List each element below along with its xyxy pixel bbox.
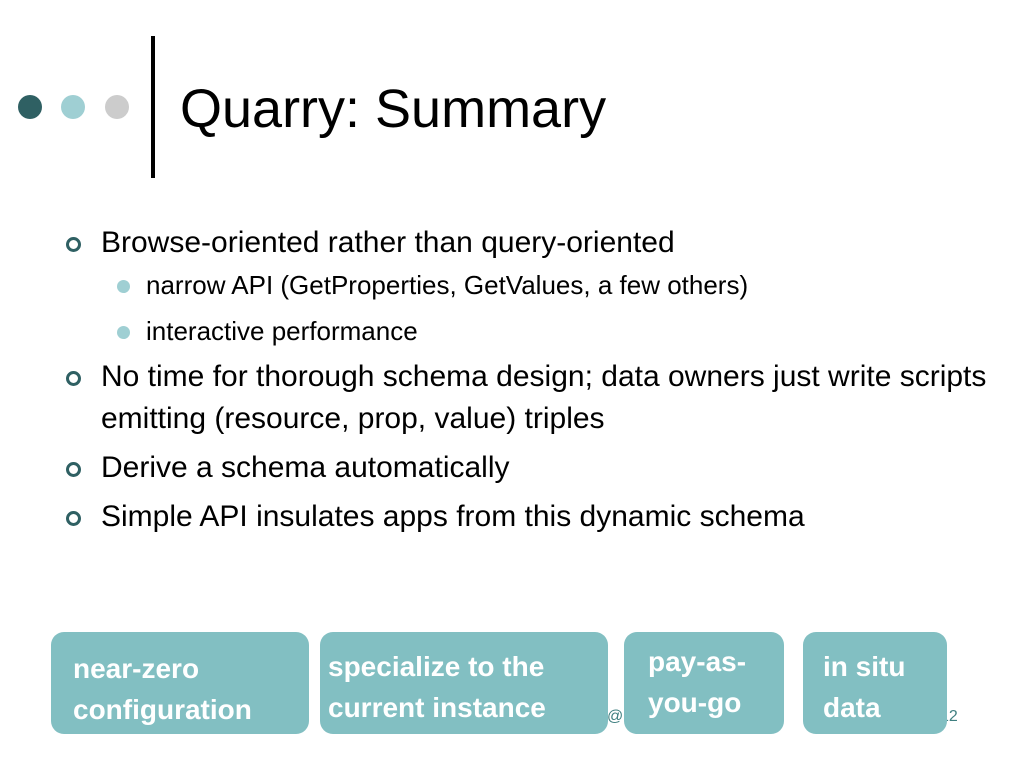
badge-pay-as-you-go: pay-as- you-go: [624, 632, 784, 734]
badge-line: near-zero: [73, 653, 200, 684]
title-dot-light: [61, 95, 85, 119]
ring-bullet-icon: [66, 511, 81, 526]
badge-line: you-go: [648, 687, 742, 718]
badge-line: current instance: [328, 692, 546, 723]
title-dot-dark: [18, 95, 42, 119]
bullet-text: Simple API insulates apps from this dyna…: [101, 500, 805, 533]
sub-bullet-text: narrow API (GetProperties, GetValues, a …: [146, 270, 749, 300]
bullet-text: Derive a schema automatically: [101, 451, 510, 484]
bullet-item: Derive a schema automatically: [60, 447, 1000, 489]
bullet-text: Browse-oriented rather than query-orient…: [101, 226, 675, 259]
bullet-list: Browse-oriented rather than query-orient…: [60, 222, 1000, 545]
dot-bullet-icon: [117, 280, 130, 293]
bullet-text: No time for thorough schema design; data…: [101, 360, 987, 435]
bullet-item: Browse-oriented rather than query-orient…: [60, 222, 1000, 349]
dot-bullet-icon: [117, 326, 130, 339]
ring-bullet-icon: [66, 371, 81, 386]
sub-bullet-item: interactive performance: [101, 313, 1000, 349]
bullet-item: Simple API insulates apps from this dyna…: [60, 496, 1000, 538]
title-dot-gray: [105, 95, 129, 119]
badge-near-zero-configuration: near-zero configuration: [51, 632, 309, 734]
ring-bullet-icon: [66, 237, 81, 252]
footer-text: @: [607, 708, 624, 725]
sub-bullet-list: narrow API (GetProperties, GetValues, a …: [101, 267, 1000, 349]
badge-line: data: [823, 692, 881, 723]
badge-line: specialize to the: [328, 651, 545, 682]
badge-line: pay-as-: [648, 646, 747, 677]
badge-line: in situ: [823, 651, 906, 682]
ring-bullet-icon: [66, 462, 81, 477]
sub-bullet-text: interactive performance: [146, 316, 418, 346]
slide-title: Quarry: Summary: [180, 79, 607, 139]
badge-in-situ-data: in situ data: [803, 632, 947, 734]
title-divider: [151, 36, 155, 178]
bullet-item: No time for thorough schema design; data…: [60, 356, 1000, 440]
sub-bullet-item: narrow API (GetProperties, GetValues, a …: [101, 267, 1000, 303]
badge-specialize-to-instance: specialize to the current instance: [320, 632, 608, 734]
badge-line: configuration: [73, 694, 252, 725]
